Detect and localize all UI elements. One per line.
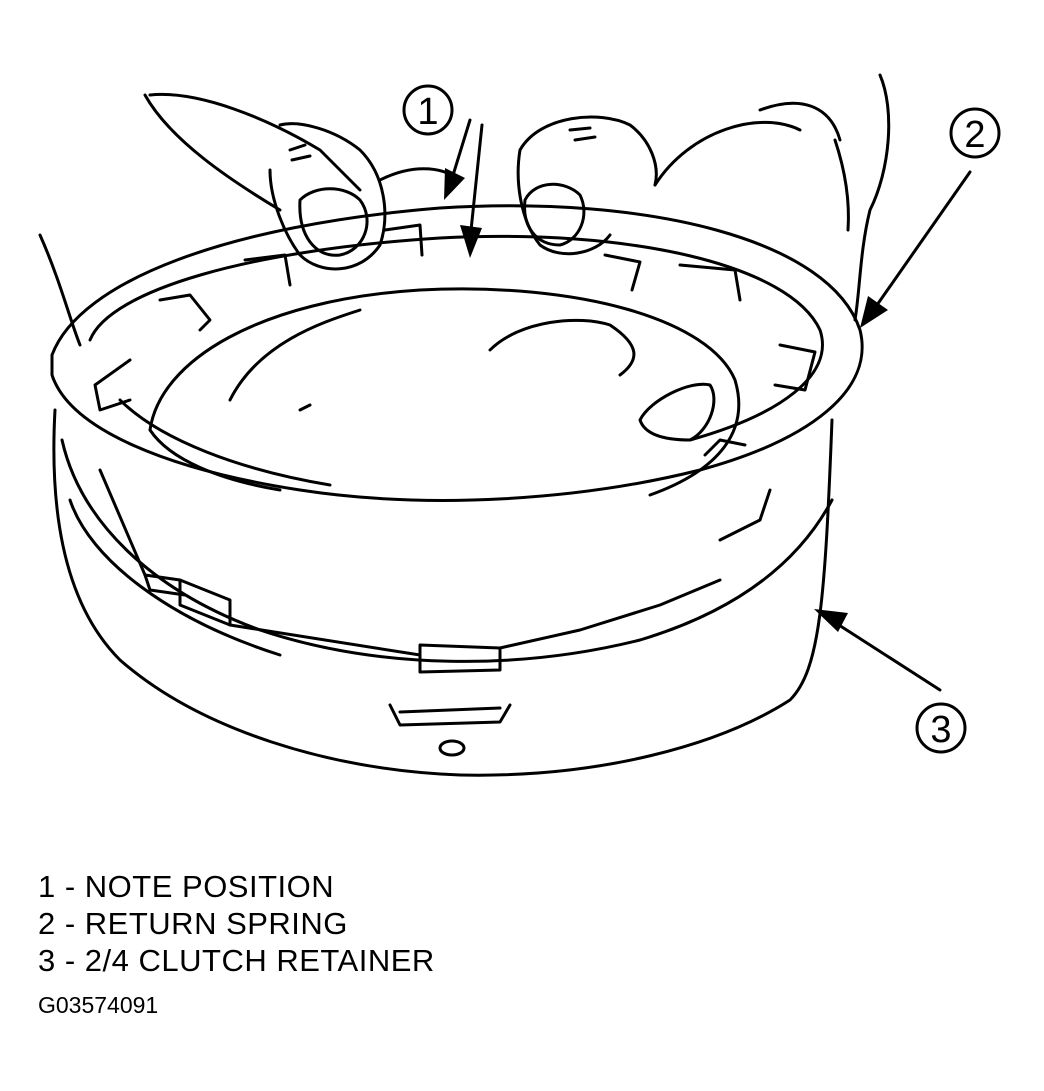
legend: 1 - NOTE POSITION 2 - RETURN SPRING 3 - … [38, 868, 435, 979]
callout-circle-1 [402, 84, 454, 136]
arrowheads [444, 168, 888, 632]
figure-id: G03574091 [38, 992, 159, 1018]
callout-circle-3 [915, 702, 967, 754]
clutch-retainer-drawing [52, 408, 834, 777]
callout-label-2: 2 [964, 114, 985, 156]
inner-opening-drawing [148, 287, 741, 497]
callout-circle-2 [949, 107, 1001, 159]
left-hand-drawing [38, 92, 462, 347]
return-spring-drawing [50, 204, 864, 502]
legend-item-1: 1 - NOTE POSITION [38, 869, 335, 904]
right-hand-drawing [516, 73, 891, 322]
callout-label-3: 3 [930, 709, 951, 751]
clutch-illustration: 1 2 3 [38, 73, 1001, 777]
legend-item-3: 3 - 2/4 CLUTCH RETAINER [38, 943, 435, 978]
callout-label-1: 1 [417, 91, 438, 133]
legend-item-2: 2 - RETURN SPRING [38, 906, 348, 941]
